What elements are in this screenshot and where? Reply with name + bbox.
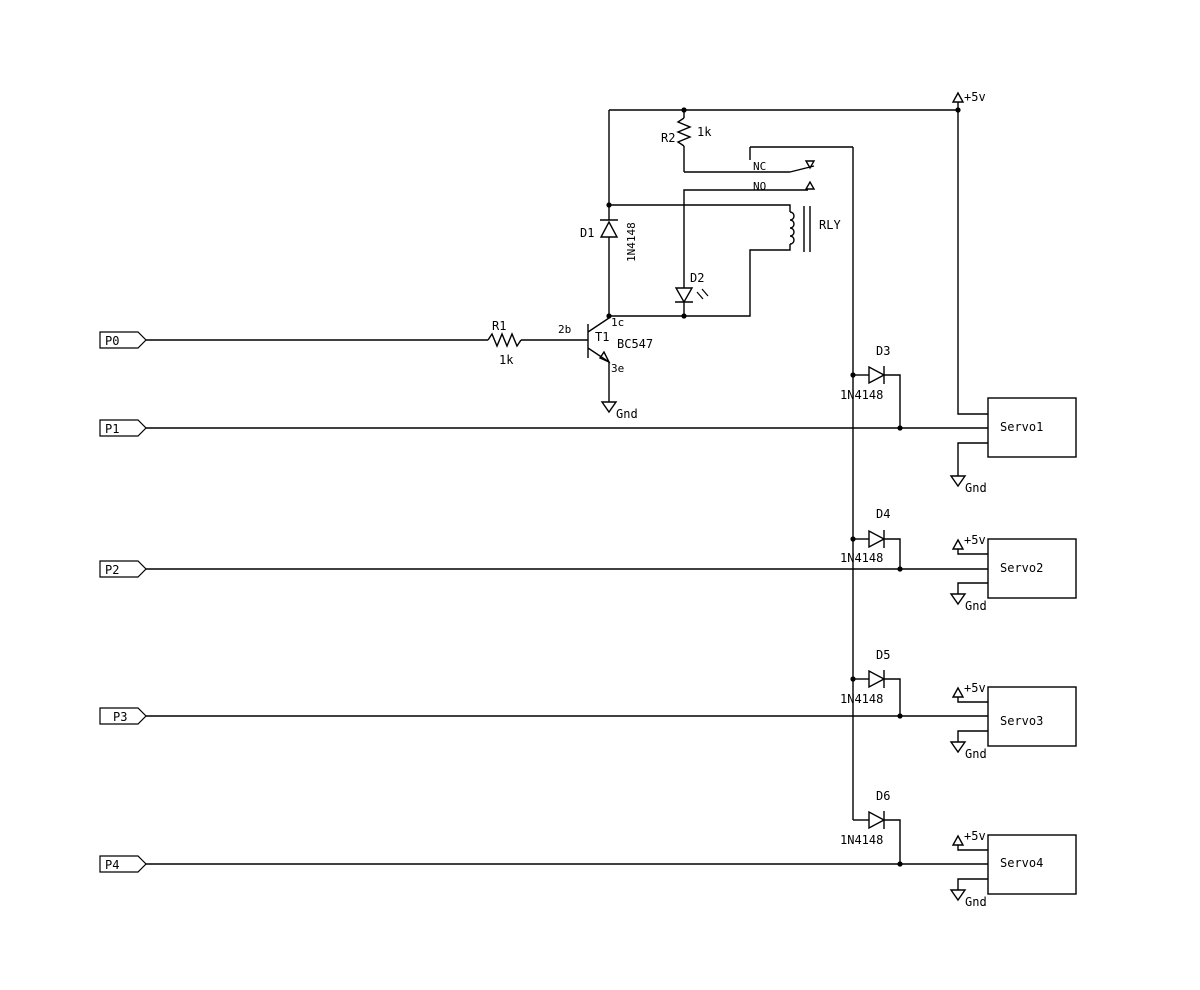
relay-no-label: NO [753, 180, 766, 193]
diode-d1: D1 1N4148 [580, 219, 638, 262]
resistor-r1: R1 1k [487, 319, 522, 367]
servo-4: Servo4 +5v Gnd [949, 829, 1077, 909]
d4-ref: D4 [876, 507, 890, 521]
relay-rly: NC NO RLY [749, 146, 853, 252]
port-p4: P4 [99, 855, 147, 873]
junction-led-bottom [681, 313, 687, 319]
relay-ref: RLY [819, 218, 841, 232]
servo-4-label: Servo4 [1000, 856, 1043, 870]
wire-emitter-gnd: Gnd [600, 362, 638, 421]
relay-nc-label: NC [753, 160, 766, 173]
servo-3-vcc: +5v [964, 681, 986, 695]
port-p2-label: P2 [105, 563, 119, 577]
port-p3: P3 [99, 707, 147, 725]
t1-base-pin: 2b [558, 323, 571, 336]
port-p4-label: P4 [105, 858, 119, 872]
vcc-top-label: +5v [964, 90, 986, 104]
servo-2-label: Servo2 [1000, 561, 1043, 575]
d1-ref: D1 [580, 226, 594, 240]
t1-emitter-pin: 3e [611, 362, 624, 375]
r1-value: 1k [499, 353, 514, 367]
d3-ref: D3 [876, 344, 890, 358]
vcc-symbol-top: +5v [951, 90, 986, 110]
servo-2-gnd: Gnd [965, 599, 987, 613]
junction-d5 [850, 676, 856, 682]
d6-part: 1N4148 [840, 833, 883, 847]
r2-value: 1k [697, 125, 712, 139]
servo-3-gnd: Gnd [965, 747, 987, 761]
d3-part: 1N4148 [840, 388, 883, 402]
servo-3-label: Servo3 [1000, 714, 1043, 728]
t1-part: BC547 [617, 337, 653, 351]
r1-ref: R1 [492, 319, 506, 333]
port-p0-label: P0 [105, 334, 119, 348]
d5-part: 1N4148 [840, 692, 883, 706]
servo-1-label: Servo1 [1000, 420, 1043, 434]
port-p3-label: P3 [113, 710, 127, 724]
servo-1: Servo1 Gnd [949, 110, 1077, 495]
transistor-t1: T1 BC547 2b 1c 3e [558, 316, 653, 375]
servo-4-gnd: Gnd [965, 895, 987, 909]
r2-ref: R2 [661, 131, 675, 145]
port-p1-label: P1 [105, 422, 119, 436]
t1-collector-pin: 1c [611, 316, 624, 329]
d1-part: 1N4148 [625, 222, 638, 262]
d5-ref: D5 [876, 648, 890, 662]
port-p0: P0 [99, 331, 147, 349]
t1-gnd-label: Gnd [616, 407, 638, 421]
d4-part: 1N4148 [840, 551, 883, 565]
led-d2: D2 [674, 271, 709, 304]
servo-4-vcc: +5v [964, 829, 986, 843]
servo-3: Servo3 +5v Gnd [949, 681, 1077, 761]
d2-ref: D2 [690, 271, 704, 285]
diode-d6: D6 1N4148 [840, 789, 901, 864]
junction-d3 [850, 372, 856, 378]
port-p1: P1 [99, 419, 147, 437]
resistor-r2: R2 1k [661, 110, 712, 172]
junction-d4 [850, 536, 856, 542]
servo-2: Servo2 +5v Gnd [949, 533, 1077, 613]
wire-no-to-led [683, 189, 808, 288]
wire-coil-bottom [609, 244, 791, 317]
d6-ref: D6 [876, 789, 890, 803]
t1-ref: T1 [595, 330, 609, 344]
diode-d5: D5 1N4148 [840, 648, 901, 716]
diode-d3: D3 1N4148 [840, 344, 901, 428]
servo-2-vcc: +5v [964, 533, 986, 547]
port-p2: P2 [99, 560, 147, 578]
servo-1-gnd: Gnd [965, 481, 987, 495]
diode-d4: D4 1N4148 [840, 507, 901, 569]
wire-coil-top [609, 204, 791, 212]
